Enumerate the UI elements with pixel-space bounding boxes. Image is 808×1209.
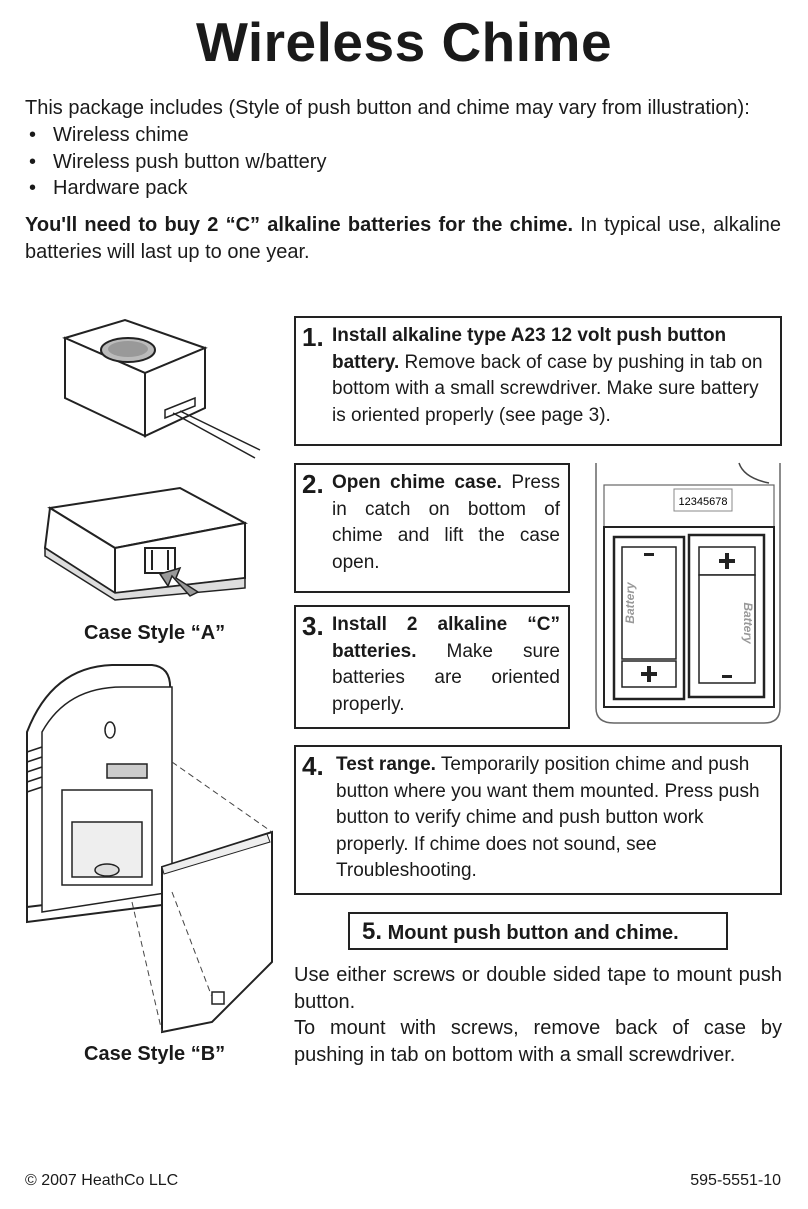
list-item: Wireless push button w/battery xyxy=(25,149,326,176)
step-body: Temporarily position chime and push butt… xyxy=(336,754,760,881)
caption-case-b: Case Style “B” xyxy=(84,1043,226,1065)
chime-case-b-illustration xyxy=(26,664,273,1034)
batteries-note-rest: In typical use, alkaline batteries will … xyxy=(25,214,781,263)
step-title: Open chime case. xyxy=(332,472,502,493)
step-3-box: 3. Install 2 alkaline “C” batteries. Mak… xyxy=(294,605,570,729)
step-4-box: 4. Test range. Temporarily position chim… xyxy=(294,745,782,895)
battery-label-left: Battery xyxy=(623,581,637,624)
step-number: 5. xyxy=(362,918,383,945)
step-2-text: Open chime case. Press in catch on botto… xyxy=(332,470,560,576)
package-list: Wireless chime Wireless push button w/ba… xyxy=(25,122,326,202)
chime-case-a-illustration xyxy=(43,486,248,601)
package-intro: This package includes (Style of push but… xyxy=(25,97,750,119)
step-1-box: 1. Install alkaline type A23 12 volt pus… xyxy=(294,316,782,446)
step-number: 1. xyxy=(302,322,324,352)
step-body: Remove back of case by pushing in tab on… xyxy=(332,351,763,426)
step-number: 4. xyxy=(302,751,324,781)
battery-label-right: Battery xyxy=(741,602,755,645)
step-body: Make sure batteries are oriented properl… xyxy=(332,640,560,715)
mount-paragraph: Use either screws or double sided tape t… xyxy=(294,964,782,1013)
step-body: Press in catch on bottom of chime and li… xyxy=(332,472,560,573)
step-title: Test range. xyxy=(336,754,436,775)
step-number: 3. xyxy=(302,611,324,641)
step-3-text: Install 2 alkaline “C” batteries. Make s… xyxy=(332,612,560,718)
step-title: Mount push button and chime. xyxy=(387,922,679,944)
list-item: Wireless chime xyxy=(25,122,326,149)
push-button-illustration xyxy=(62,318,261,459)
battery-compartment-illustration: 12345678 Battery Battery xyxy=(595,462,781,724)
page-title: Wireless Chime xyxy=(195,11,613,73)
batteries-note-bold: You'll need to buy 2 “C” alkaline batter… xyxy=(25,214,574,236)
batteries-note: You'll need to buy 2 “C” alkaline batter… xyxy=(25,212,781,265)
copyright: © 2007 HeathCo LLC xyxy=(25,1172,179,1189)
step-5-box: 5. Mount push button and chime. xyxy=(348,912,728,950)
step-title: Install 2 alkaline “C” batteries. xyxy=(332,614,560,662)
mount-instructions: Use either screws or double sided tape t… xyxy=(294,962,782,1068)
step-4-text: Test range. Temporarily position chime a… xyxy=(336,752,772,885)
list-item: Hardware pack xyxy=(25,175,326,202)
serial-label: 12345678 xyxy=(679,496,728,508)
step-number: 2. xyxy=(302,469,324,499)
step-1-text: Install alkaline type A23 12 volt push b… xyxy=(332,323,772,429)
step-title: Install alkaline type A23 12 volt push b… xyxy=(332,325,727,373)
mount-paragraph: To mount with screws, remove back of cas… xyxy=(294,1017,782,1066)
caption-case-a: Case Style “A” xyxy=(84,622,226,644)
step-2-box: 2. Open chime case. Press in catch on bo… xyxy=(294,463,570,593)
part-number: 595-5551-10 xyxy=(690,1172,781,1189)
